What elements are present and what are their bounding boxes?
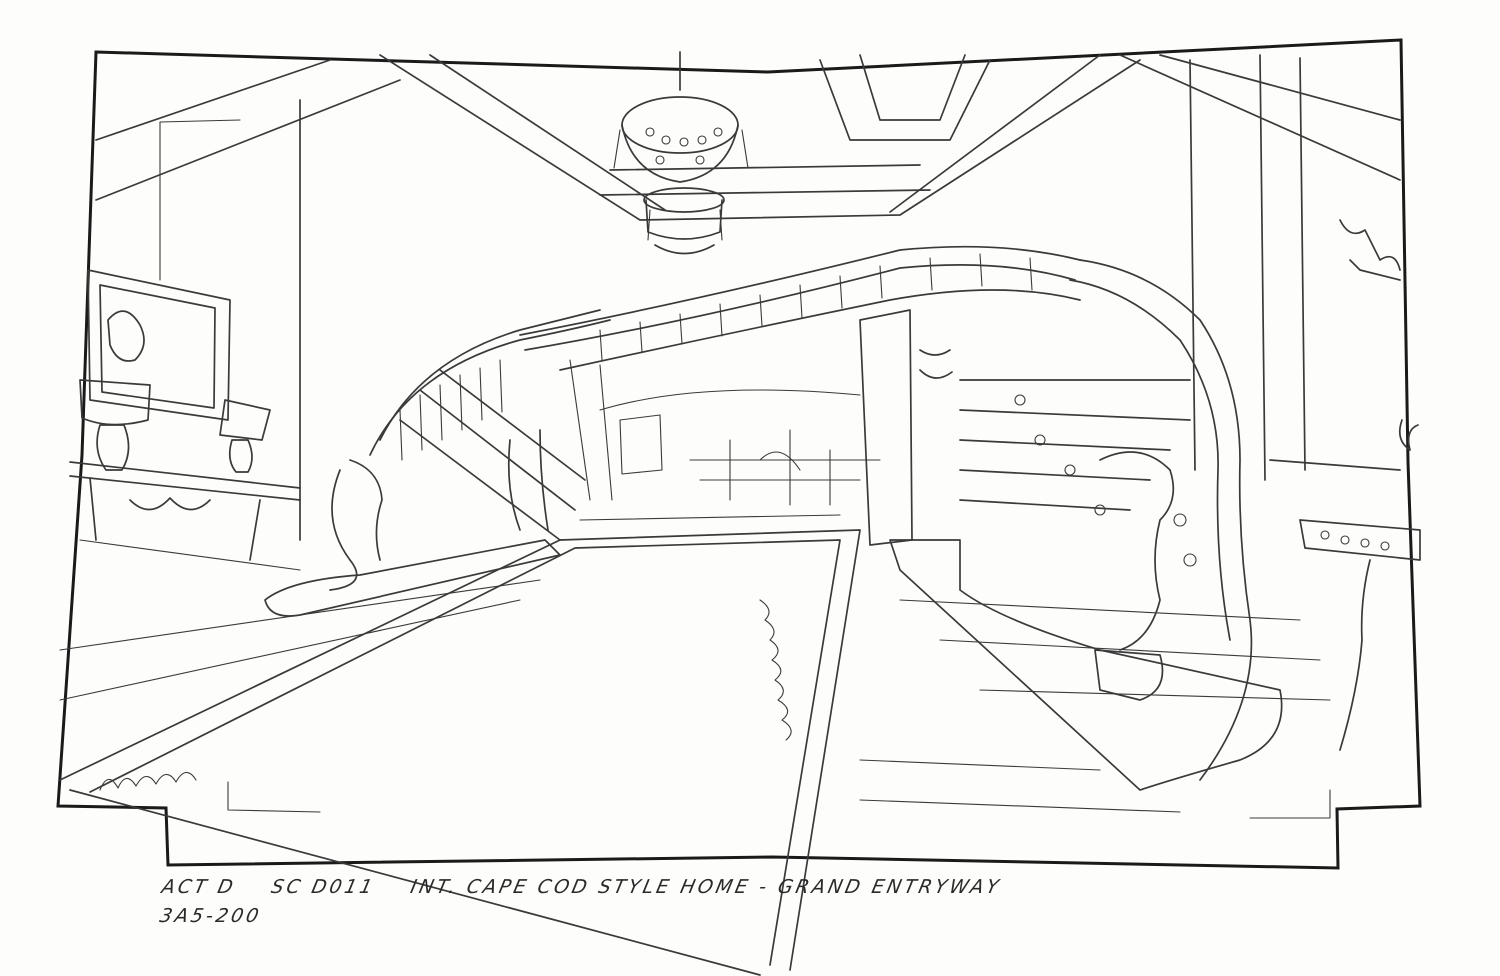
sheet-code: 3A5-200 <box>157 905 264 927</box>
left-staircase <box>264 309 611 617</box>
panel-frame <box>56 38 1422 870</box>
ceiling-structure <box>95 54 1401 221</box>
scene-number: SC D011 <box>269 876 378 898</box>
field-guide-marks <box>159 119 1331 819</box>
right-staircase <box>859 259 1283 791</box>
background-hallway <box>559 359 881 541</box>
scene-caption: ACT D SC D011 INT. CAPE COD STYLE HOME - G… <box>160 876 1004 898</box>
floor-lines <box>59 539 1331 813</box>
chandelier <box>613 51 749 255</box>
upper-landing-balustrade <box>519 245 1081 371</box>
left-wall-decor <box>69 99 301 561</box>
location-description: INT. CAPE COD STYLE HOME - GRAND ENTRYWA… <box>408 876 1004 898</box>
right-wall-decor <box>1189 54 1421 751</box>
entry-runner-rug <box>59 529 861 976</box>
act-label: ACT D <box>159 876 238 898</box>
